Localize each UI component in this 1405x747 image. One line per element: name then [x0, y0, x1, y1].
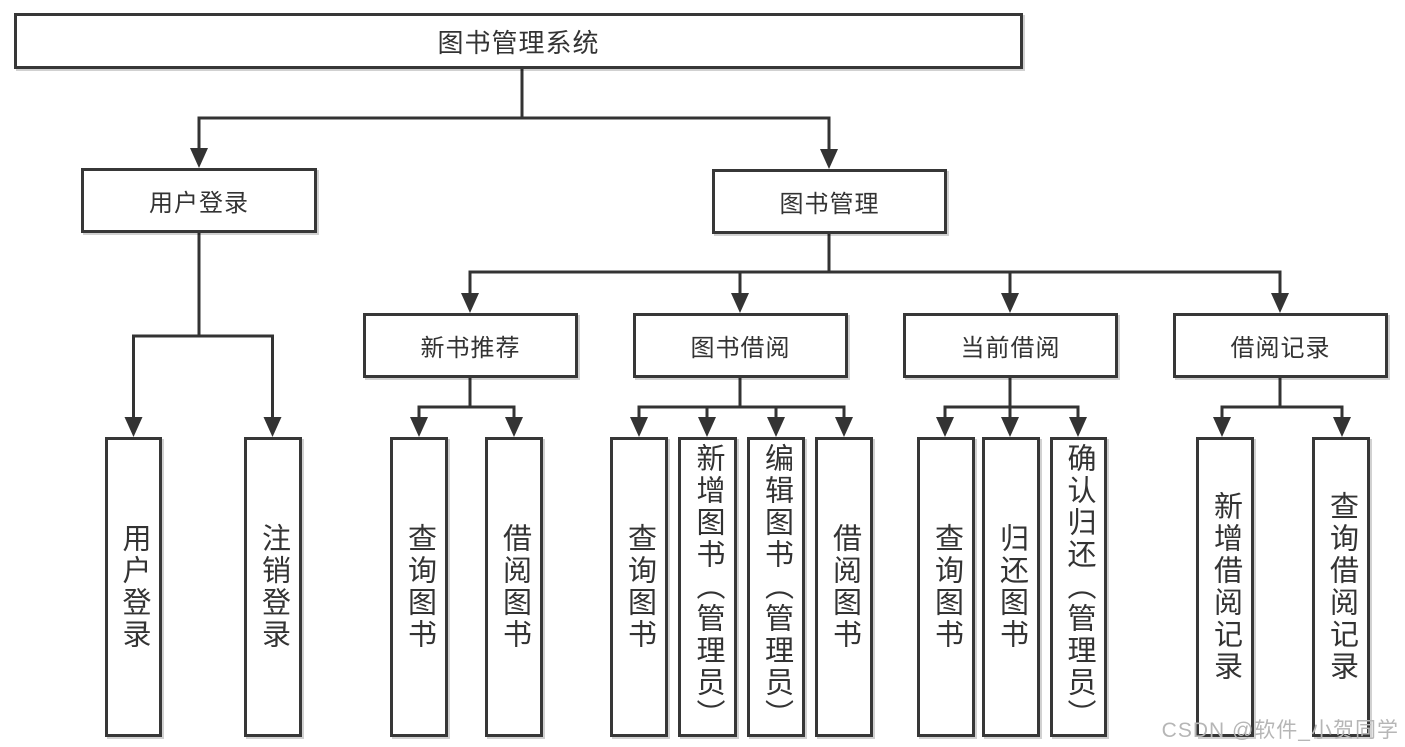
node-label: 图书管理系统	[437, 27, 600, 58]
arrowhead	[461, 293, 479, 313]
connector-root	[190, 67, 838, 169]
node-label: 查询借阅记录	[1325, 491, 1358, 683]
node-label: 图书管理	[779, 191, 880, 218]
node-label: 借阅图书	[828, 523, 861, 651]
connector-book-borrow	[630, 376, 853, 437]
arrowhead	[1001, 293, 1019, 313]
node-label: 查询图书	[930, 523, 963, 651]
leaf-logout: 注销登录	[244, 437, 302, 737]
node-label: 当前借阅	[960, 335, 1061, 362]
leaf-borrow-books-recommend: 借阅图书	[485, 437, 543, 737]
leaf-query-books-current: 查询图书	[917, 437, 975, 737]
node-label: 借阅记录	[1230, 335, 1331, 362]
leaf-query-books-recommend: 查询图书	[390, 437, 448, 737]
arrowhead	[630, 417, 648, 437]
node-label: 用户登录	[118, 523, 150, 651]
node-book-management: 图书管理	[712, 169, 947, 234]
node-label: 查询图书	[403, 523, 436, 651]
node-label: 图书借阅	[690, 335, 791, 362]
leaf-query-books-borrow: 查询图书	[610, 437, 668, 737]
arrowhead	[1333, 417, 1351, 437]
arrowhead	[263, 417, 282, 437]
leaf-confirm-return-admin: 确认归还（管理员）	[1050, 437, 1107, 737]
node-user-login: 用户登录	[81, 168, 317, 233]
arrowhead	[767, 417, 785, 437]
arrowhead	[820, 149, 838, 169]
leaf-add-borrow-record: 新增借阅记录	[1196, 437, 1254, 737]
node-current-borrow: 当前借阅	[903, 313, 1118, 378]
node-root: 图书管理系统	[14, 13, 1023, 69]
connector-current-borrow	[936, 376, 1087, 437]
node-label: 注销登录	[257, 523, 290, 651]
node-label: 新书推荐	[420, 335, 521, 362]
node-label: 新增借阅记录	[1209, 491, 1242, 683]
arrowhead	[835, 417, 853, 437]
connector-new-book-recommend	[410, 376, 523, 437]
arrowhead	[1213, 417, 1231, 437]
arrowhead	[124, 417, 143, 437]
arrowhead	[936, 417, 954, 437]
node-label: 用户登录	[149, 190, 249, 217]
arrowhead	[505, 417, 523, 437]
node-label: 借阅图书	[498, 523, 531, 651]
connector-borrow-records	[1213, 376, 1351, 437]
connector-user-login	[124, 231, 282, 437]
csdn-watermark: CSDN @软件_小贺同学	[1161, 719, 1399, 742]
arrowhead	[698, 417, 716, 437]
node-label: 归还图书	[995, 523, 1028, 651]
arrowhead	[410, 417, 428, 437]
node-borrow-records: 借阅记录	[1173, 313, 1388, 378]
leaf-borrow-books: 借阅图书	[815, 437, 873, 737]
arrowhead	[1271, 293, 1289, 313]
connector-book-management	[461, 232, 1289, 313]
node-label: 编辑图书（管理员）	[760, 443, 793, 731]
arrowhead	[1001, 417, 1019, 437]
leaf-user-login: 用户登录	[105, 437, 162, 737]
arrowhead	[190, 148, 208, 168]
node-label: 新增图书（管理员）	[692, 443, 724, 731]
arrowhead	[1069, 417, 1087, 437]
node-label: 查询图书	[623, 523, 656, 651]
leaf-edit-books-admin: 编辑图书（管理员）	[747, 437, 805, 737]
leaf-query-borrow-record: 查询借阅记录	[1312, 437, 1370, 737]
leaf-add-books-admin: 新增图书（管理员）	[678, 437, 737, 737]
arrowhead	[731, 293, 749, 313]
node-new-book-recommend: 新书推荐	[363, 313, 578, 378]
node-book-borrow: 图书借阅	[633, 313, 848, 378]
node-label: 确认归还（管理员）	[1063, 443, 1095, 731]
leaf-return-books: 归还图书	[982, 437, 1040, 737]
